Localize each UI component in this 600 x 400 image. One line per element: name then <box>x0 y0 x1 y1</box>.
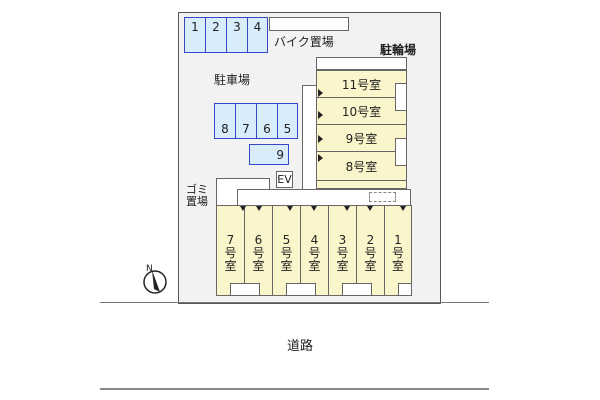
bike-parking-area <box>269 17 349 31</box>
balcony <box>398 283 412 296</box>
entrance-arrow-icon <box>318 154 323 162</box>
room-11: 11号室 <box>316 70 407 98</box>
parking-space-3: 3 <box>226 17 248 53</box>
road-edge-top <box>100 302 489 303</box>
entrance-arrow-icon <box>287 206 293 211</box>
road-edge-bottom <box>100 388 489 390</box>
entrance-arrow-icon <box>318 135 323 143</box>
stair-outline <box>369 192 396 202</box>
entrance-arrow-icon <box>318 111 323 119</box>
parking-space-8: 8 <box>214 103 236 139</box>
balcony-9-8 <box>395 138 407 166</box>
entrance-arrow-icon <box>311 206 317 211</box>
entrance-arrow-icon <box>318 89 323 97</box>
bike-parking-label: バイク置場 <box>274 35 334 49</box>
balcony-11-10 <box>395 83 407 111</box>
parking-label: 駐車場 <box>214 73 251 87</box>
entrance-arrow-icon <box>344 206 350 211</box>
parking-space-6: 6 <box>256 103 278 139</box>
parking-space-1: 1 <box>184 17 206 53</box>
entrance-arrow-icon <box>400 206 406 211</box>
room-9: 9号室 <box>316 124 407 152</box>
balcony <box>230 283 260 296</box>
balcony <box>342 283 372 296</box>
entrance-arrow-icon <box>256 206 262 211</box>
north-compass-icon: N <box>142 262 168 294</box>
parking-space-7: 7 <box>235 103 257 139</box>
entrance-arrow-icon <box>240 206 246 211</box>
garbage-label: ゴミ置場 <box>186 183 208 208</box>
parking-space-2: 2 <box>205 17 227 53</box>
parking-space-9: 9 <box>249 144 289 165</box>
road-label: 道路 <box>286 339 313 354</box>
balcony <box>286 283 316 296</box>
entrance-arrow-icon <box>367 206 373 211</box>
svg-text:N: N <box>146 264 153 274</box>
room-8: 8号室 <box>316 151 407 181</box>
bicycle-parking-label: 駐輪場 <box>380 43 417 57</box>
elevator: EV <box>276 171 293 188</box>
room-10: 10号室 <box>316 97 407 125</box>
parking-space-5: 5 <box>277 103 298 139</box>
parking-space-4: 4 <box>247 17 268 53</box>
